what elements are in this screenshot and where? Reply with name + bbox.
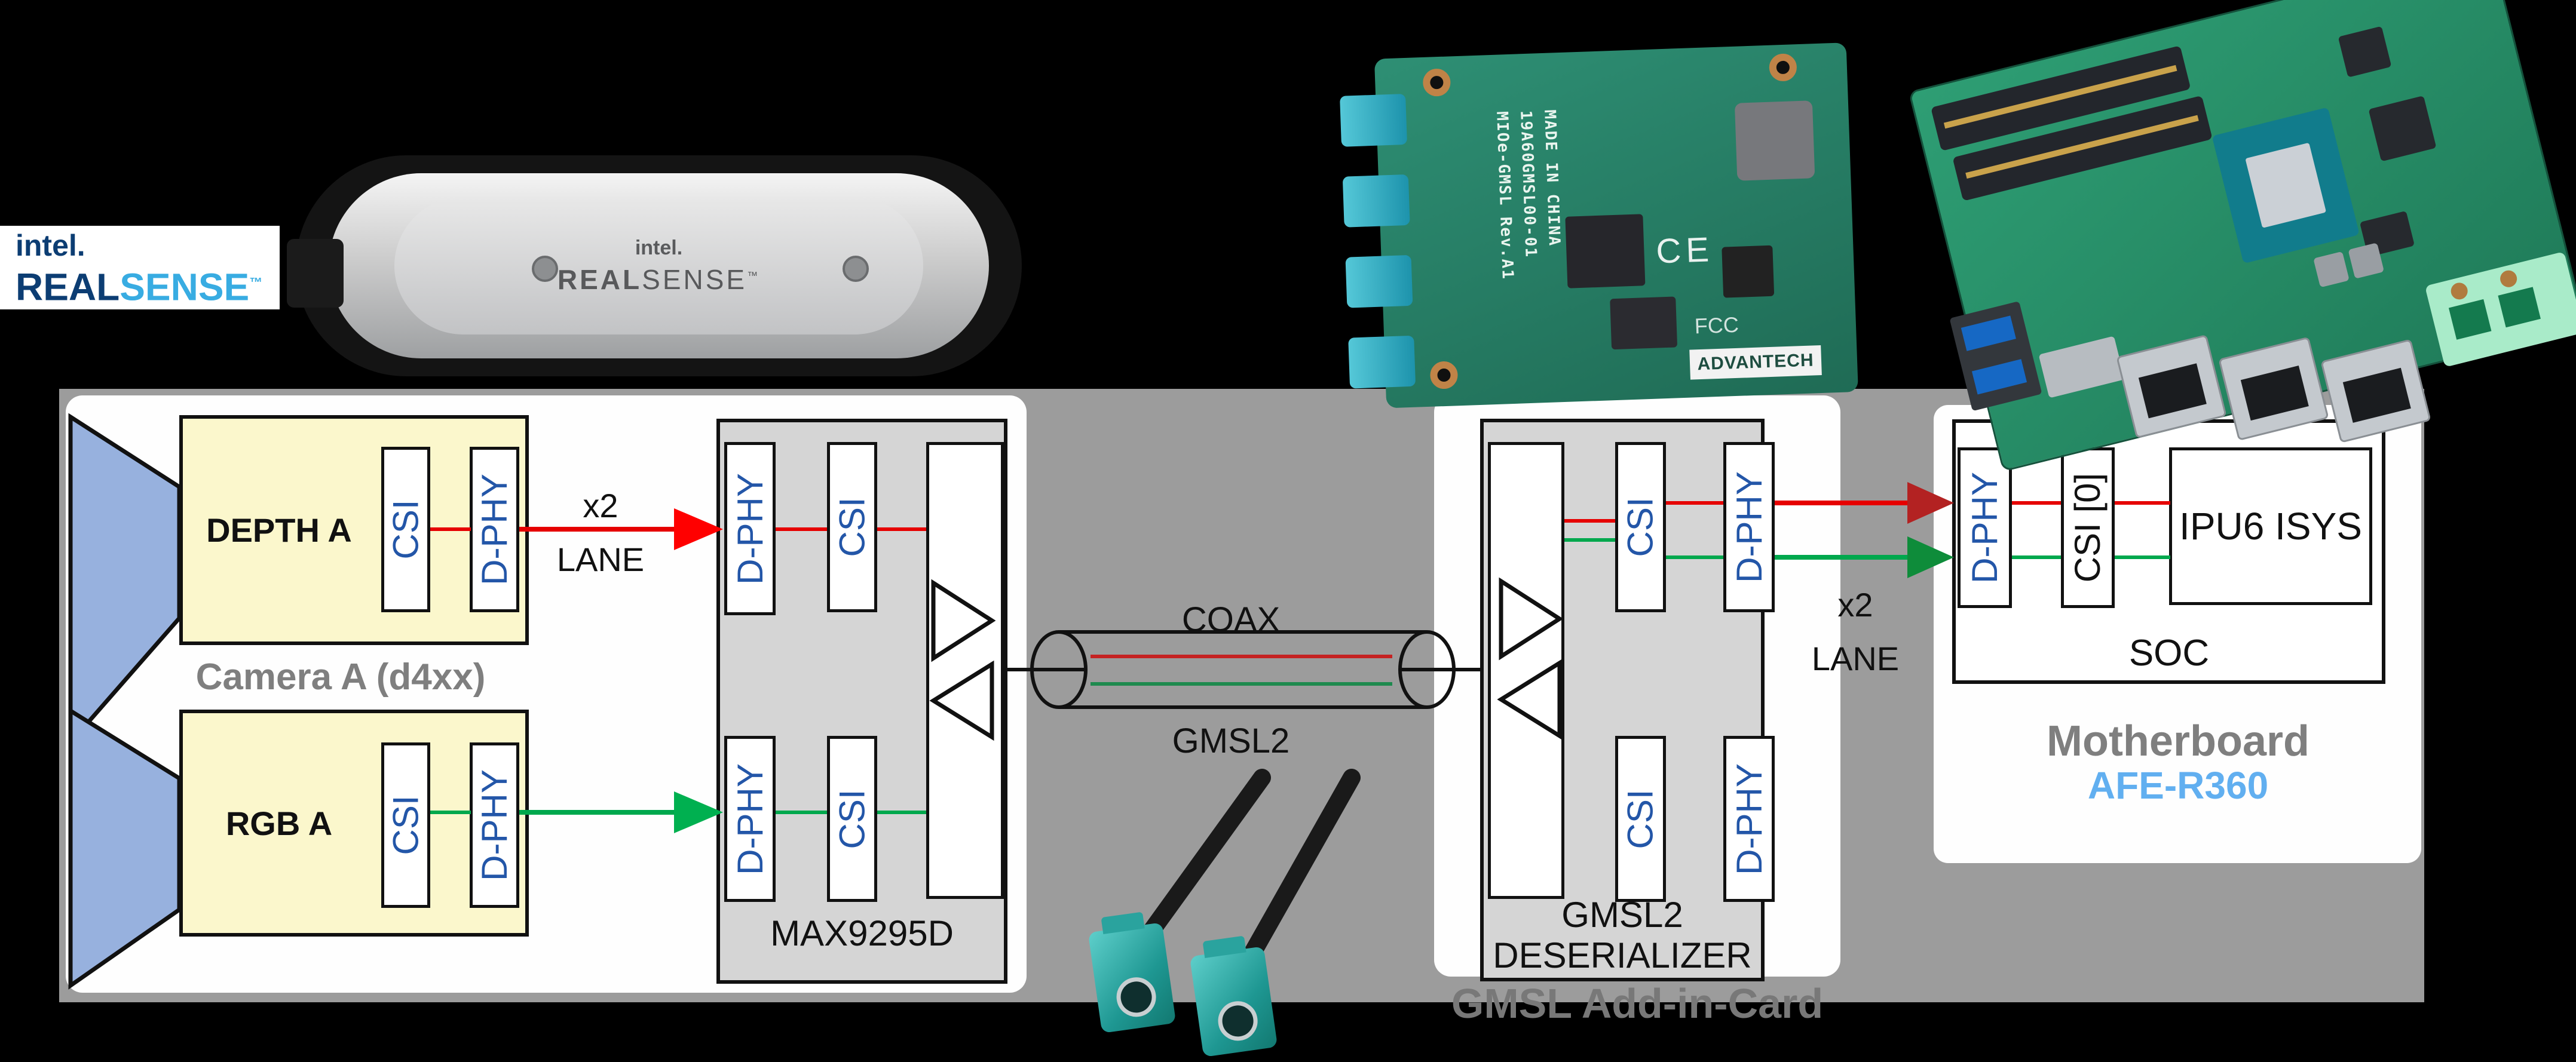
soc-csi0-port: CSI [0]: [2061, 447, 2115, 608]
lane-label-right-lane: LANE: [1811, 639, 1900, 677]
lane-label-right-x2: x2: [1837, 585, 1873, 624]
fakra-port-1: [1340, 94, 1407, 147]
fakra-port-4: [1348, 335, 1416, 389]
silk-line1: MIOe-GMSL Rev.A1: [1493, 111, 1517, 281]
serializer-dphy-top-port: D-PHY: [724, 442, 776, 615]
fcc-mark: FCC: [1694, 312, 1739, 339]
fakra-connector-photo-1: [1088, 911, 1177, 1033]
deserializer-label-line1: GMSL2: [1561, 894, 1683, 935]
serializer-dphy-bottom-port: D-PHY: [724, 736, 776, 902]
deserializer-label-line2: DESERIALIZER: [1493, 935, 1752, 975]
motherboard-caption: Motherboard: [2047, 717, 2309, 765]
rgb-dphy-port: D-PHY: [470, 742, 519, 908]
deserializer-input-buffer-box: [1488, 442, 1564, 899]
realsense-logo: intel. REALSENSE™: [0, 226, 280, 309]
lane-label-left-lane: LANE: [556, 540, 645, 578]
ic-chip-2: [1610, 296, 1678, 350]
camera-front-plate: intel. REALSENSE™: [394, 197, 923, 334]
deserializer-csi-bottom-port: CSI: [1615, 736, 1666, 902]
fakra-port-3: [1345, 254, 1413, 308]
camera-screw-left: [532, 256, 558, 282]
logo-tm: ™: [249, 275, 263, 290]
rgb-csi-port: CSI: [381, 742, 430, 908]
depth-camera-label: DEPTH A: [206, 511, 352, 549]
motherboard-photo: [1832, 0, 2576, 545]
silk-line3: MADE IN CHINA: [1540, 109, 1564, 247]
fakra-port-2: [1342, 174, 1410, 228]
camera-caption: Camera A (d4xx): [195, 656, 486, 698]
rgb-camera-label: RGB A: [225, 804, 333, 842]
serializer-output-buffer-box: [926, 442, 1004, 899]
camera-brand-small: intel.: [635, 236, 683, 259]
advantech-logo-label: ADVANTECH: [1689, 345, 1822, 380]
ic-chip-1: [1565, 214, 1646, 288]
camera-connector: [287, 239, 344, 308]
soc-dphy-port: D-PHY: [1958, 447, 2012, 608]
ipu6-isys-box: IPU6 ISYS: [2169, 447, 2372, 605]
fakra-connector-photo-2: [1189, 935, 1278, 1057]
gmsl2-link-label: GMSL2: [1172, 721, 1290, 760]
serializer-csi-top-port: CSI: [827, 442, 877, 612]
camera-screw-right: [843, 256, 869, 282]
camera-brand-sense: SENSE: [642, 263, 748, 295]
logo-real-text: REAL: [16, 265, 120, 309]
addin-card-caption: GMSL Add-in-Card: [1451, 980, 1824, 1027]
inductor-chip: [1734, 100, 1815, 181]
advantech-board-photo: MIOe-GMSL Rev.A1 19A60GMSL00-01 MADE IN …: [1340, 33, 1876, 421]
camera-brand-real: REAL: [557, 263, 642, 295]
camera-brand-tm: ™: [747, 269, 761, 282]
soc-label: SOC: [2128, 632, 2210, 674]
deserializer-csi-top-port: CSI: [1615, 442, 1666, 612]
logo-intel-text: intel.: [16, 229, 85, 262]
serializer-csi-bottom-port: CSI: [827, 736, 877, 902]
lane-label-left-x2: x2: [583, 486, 618, 524]
depth-dphy-port: D-PHY: [470, 447, 519, 612]
motherboard-model: AFE-R360: [2087, 764, 2269, 807]
advantech-silkscreen: MIOe-GMSL Rev.A1 19A60GMSL00-01 MADE IN …: [1490, 109, 1570, 375]
deserializer-dphy-top-port: D-PHY: [1723, 442, 1775, 612]
coax-label: COAX: [1181, 600, 1281, 639]
silk-line2: 19A60GMSL00-01: [1517, 110, 1540, 259]
logo-sense-text: SENSE: [120, 265, 250, 309]
serializer-label: MAX9295D: [770, 913, 954, 953]
realsense-camera-photo: intel. REALSENSE™: [287, 149, 1022, 382]
ce-mark: CE: [1655, 230, 1715, 271]
ic-chip-3: [1722, 245, 1775, 298]
depth-csi-port: CSI: [381, 447, 430, 612]
deserializer-dphy-bottom-port: D-PHY: [1723, 736, 1775, 902]
